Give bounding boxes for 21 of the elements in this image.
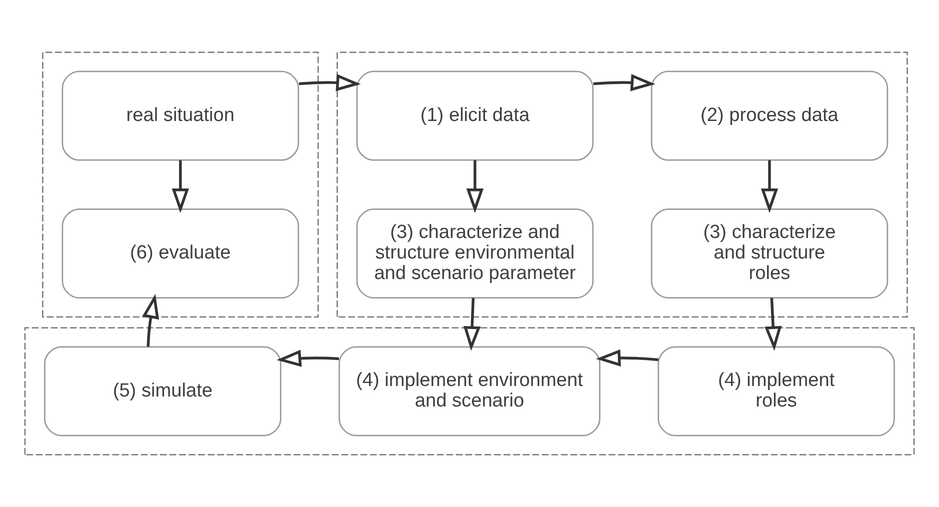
node-box: (5) simulate: [44, 346, 282, 436]
arrow: [142, 294, 160, 347]
arrow: [466, 160, 484, 214]
arrow: [172, 160, 190, 214]
cluster: [42, 52, 319, 318]
arrow: [276, 350, 340, 367]
node-box: (4) implement roles: [658, 346, 895, 436]
arrow: [298, 74, 361, 92]
node-box: (1) elicit data: [356, 70, 594, 161]
arrow: [596, 349, 658, 367]
node-box: (3) characterize and structure environmental and scenario parameter: [356, 208, 594, 298]
arrow: [764, 298, 782, 351]
node-box: (4) implement environment and scenario: [338, 346, 600, 436]
arrow: [593, 74, 656, 92]
node-box: (2) process data: [650, 70, 888, 161]
cluster: [24, 327, 915, 456]
node-box: real situation: [62, 70, 300, 161]
arrow: [463, 298, 481, 351]
arrow: [760, 160, 778, 214]
node-box: (3) characterize and structure roles: [650, 208, 888, 298]
node-box: (6) evaluate: [62, 208, 300, 298]
